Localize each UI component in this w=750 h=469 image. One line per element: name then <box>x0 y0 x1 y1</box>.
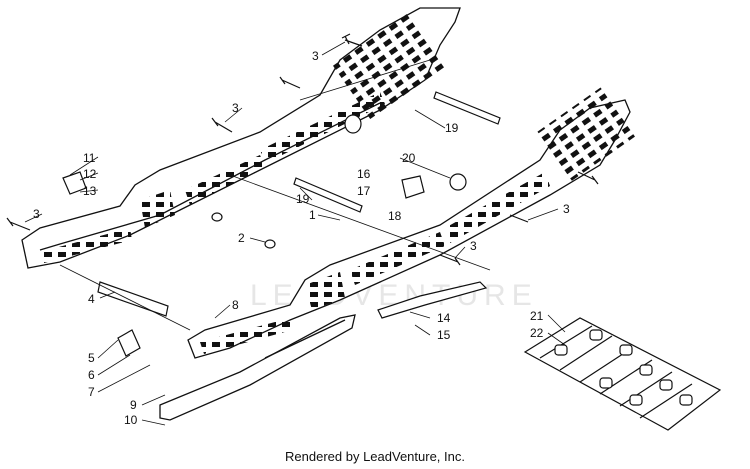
cross-shaft-19-upper <box>433 91 501 125</box>
callout-labels: 3 3 3 3 3 11 12 13 19 19 20 16 17 18 1 2… <box>33 49 570 427</box>
bolts <box>6 33 599 266</box>
callout-10: 10 <box>124 413 138 427</box>
callout-14: 14 <box>437 311 451 325</box>
callout-19: 19 <box>445 121 459 135</box>
slide-rail <box>159 314 356 421</box>
callout-3: 3 <box>563 202 570 216</box>
callout-2: 2 <box>238 231 245 245</box>
callout-3: 3 <box>312 49 319 63</box>
callout-1: 1 <box>309 208 316 222</box>
cross-shaft-4 <box>97 281 169 317</box>
callout-7: 7 <box>88 385 95 399</box>
slide-14 <box>377 281 488 319</box>
callout-18: 18 <box>388 209 402 223</box>
track-section <box>523 317 722 431</box>
callout-13: 13 <box>83 184 97 198</box>
callout-15: 15 <box>437 328 451 342</box>
callout-17: 17 <box>357 184 371 198</box>
callout-22: 22 <box>530 326 544 340</box>
callout-16: 16 <box>357 167 371 181</box>
callout-20: 20 <box>402 151 416 165</box>
right-rail <box>187 87 635 359</box>
callout-19: 19 <box>296 192 310 206</box>
callout-4: 4 <box>88 292 95 306</box>
callout-11: 11 <box>83 151 96 165</box>
callout-8: 8 <box>232 298 239 312</box>
callout-5: 5 <box>88 351 95 365</box>
bracket-blocks <box>62 171 425 357</box>
callout-9: 9 <box>130 398 137 412</box>
callout-21: 21 <box>530 309 544 323</box>
cross-shaft-19-lower <box>293 177 363 213</box>
footer-credit: Rendered by LeadVenture, Inc. <box>285 449 465 464</box>
callout-6: 6 <box>88 368 95 382</box>
left-rail <box>21 7 461 269</box>
callout-3: 3 <box>232 101 239 115</box>
callout-3: 3 <box>470 239 477 253</box>
callout-3: 3 <box>33 207 40 221</box>
callout-12: 12 <box>83 167 97 181</box>
spacers <box>211 114 467 249</box>
leader-lines <box>24 41 566 426</box>
center-shaft-lines <box>59 59 491 331</box>
